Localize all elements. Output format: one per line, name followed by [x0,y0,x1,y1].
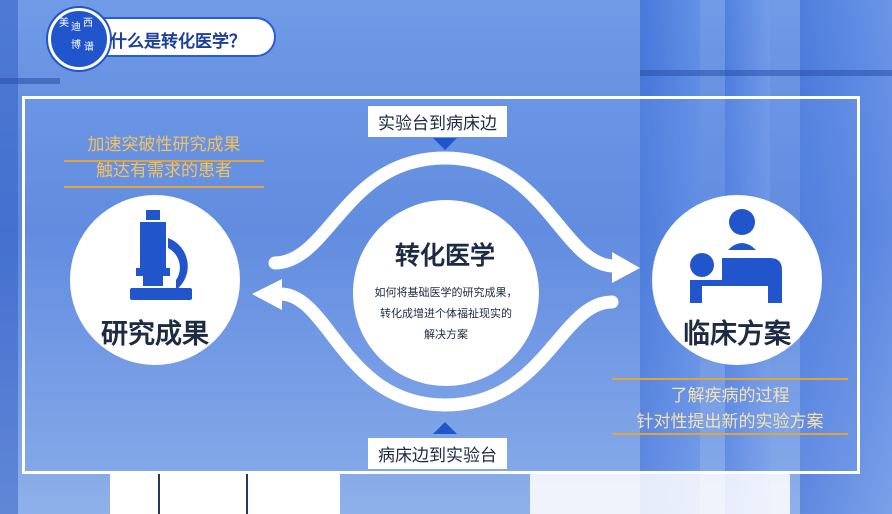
logo: 美 迪 西 博 谱 [48,8,110,70]
center-circle [353,200,539,386]
bg-cabinet [110,474,340,514]
center-description: 如何将基础医学的研究成果， 转化成增进个体福祉现实的 解决方案 [360,282,532,345]
right-note-line: 了解疾病的过程 [670,386,790,406]
logo-char: 迪 [71,22,81,33]
bg-cabinet-line [158,474,160,514]
bg-cabinet [530,474,790,514]
left-note: 加速突破性研究成果 触达有需求的患者 [64,132,264,184]
logo-char: 博 [71,40,81,51]
logo-char: 西 [83,18,93,29]
bg-shelf [640,70,892,76]
lower-arrowhead [252,279,282,310]
bg-cabinet-line [246,474,248,514]
upper-flow-path [268,151,619,273]
upper-arrowhead [612,252,640,283]
left-note-divider [64,160,264,162]
page-title: 什么是转化医学？ [110,32,246,52]
top-flow-label: 实验台到病床边 [368,106,507,137]
bg-shelf [0,78,60,84]
right-note-divider [612,378,848,380]
bottom-pointer [433,422,457,434]
bg-column [0,0,18,514]
right-note-divider [612,433,848,435]
center-desc-line: 转化成增进个体福祉现实的 [380,307,512,320]
right-note: 了解疾病的过程 针对性提出新的实验方案 [612,383,848,435]
lower-flow-path [275,287,619,412]
research-label: 研究成果 [101,319,209,350]
bottom-flow-label: 病床边到实验台 [368,438,507,469]
logo-char: 美 [59,18,69,29]
clinical-label: 临床方案 [683,319,791,350]
left-note-line: 触达有需求的患者 [96,161,232,181]
center-desc-line: 解决方案 [424,328,468,341]
logo-char: 谱 [84,42,94,53]
right-note-line: 针对性提出新的实验方案 [636,412,824,432]
left-note-line: 加速突破性研究成果 [87,135,241,155]
center-title: 转化医学 [394,241,495,270]
top-pointer [433,138,457,150]
center-desc-line: 如何将基础医学的研究成果， [374,286,518,299]
left-note-divider [64,186,264,188]
